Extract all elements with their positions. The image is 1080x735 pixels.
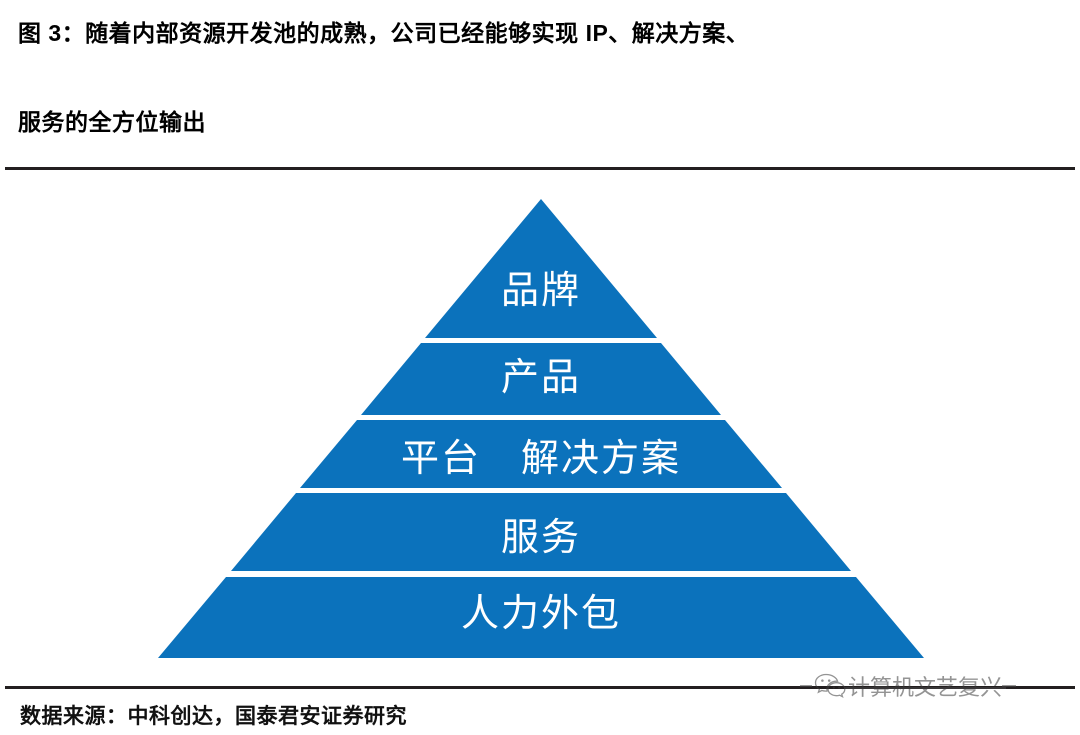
- figure-title-line-2: 服务的全方位输出: [18, 109, 206, 135]
- source-note: 数据来源：中科创达，国泰君安证券研究: [20, 705, 407, 728]
- pyramid-tier-5-shape: [158, 577, 924, 658]
- pyramid-tier-1-shape: [425, 199, 657, 338]
- figure-title-line-1: 图 3：随着内部资源开发池的成熟，公司已经能够实现 IP、解决方案、: [18, 20, 750, 46]
- pyramid-tier-4-shape: [231, 493, 851, 571]
- figure-bottom-rule: [5, 686, 1075, 689]
- pyramid-diagram: 品牌 产品 平台 解决方案 服务 人力外包: [158, 199, 924, 658]
- pyramid-tier-2-shape: [361, 343, 721, 415]
- figure-top-rule: [5, 167, 1075, 170]
- pyramid-tier-3-shape: [300, 420, 782, 488]
